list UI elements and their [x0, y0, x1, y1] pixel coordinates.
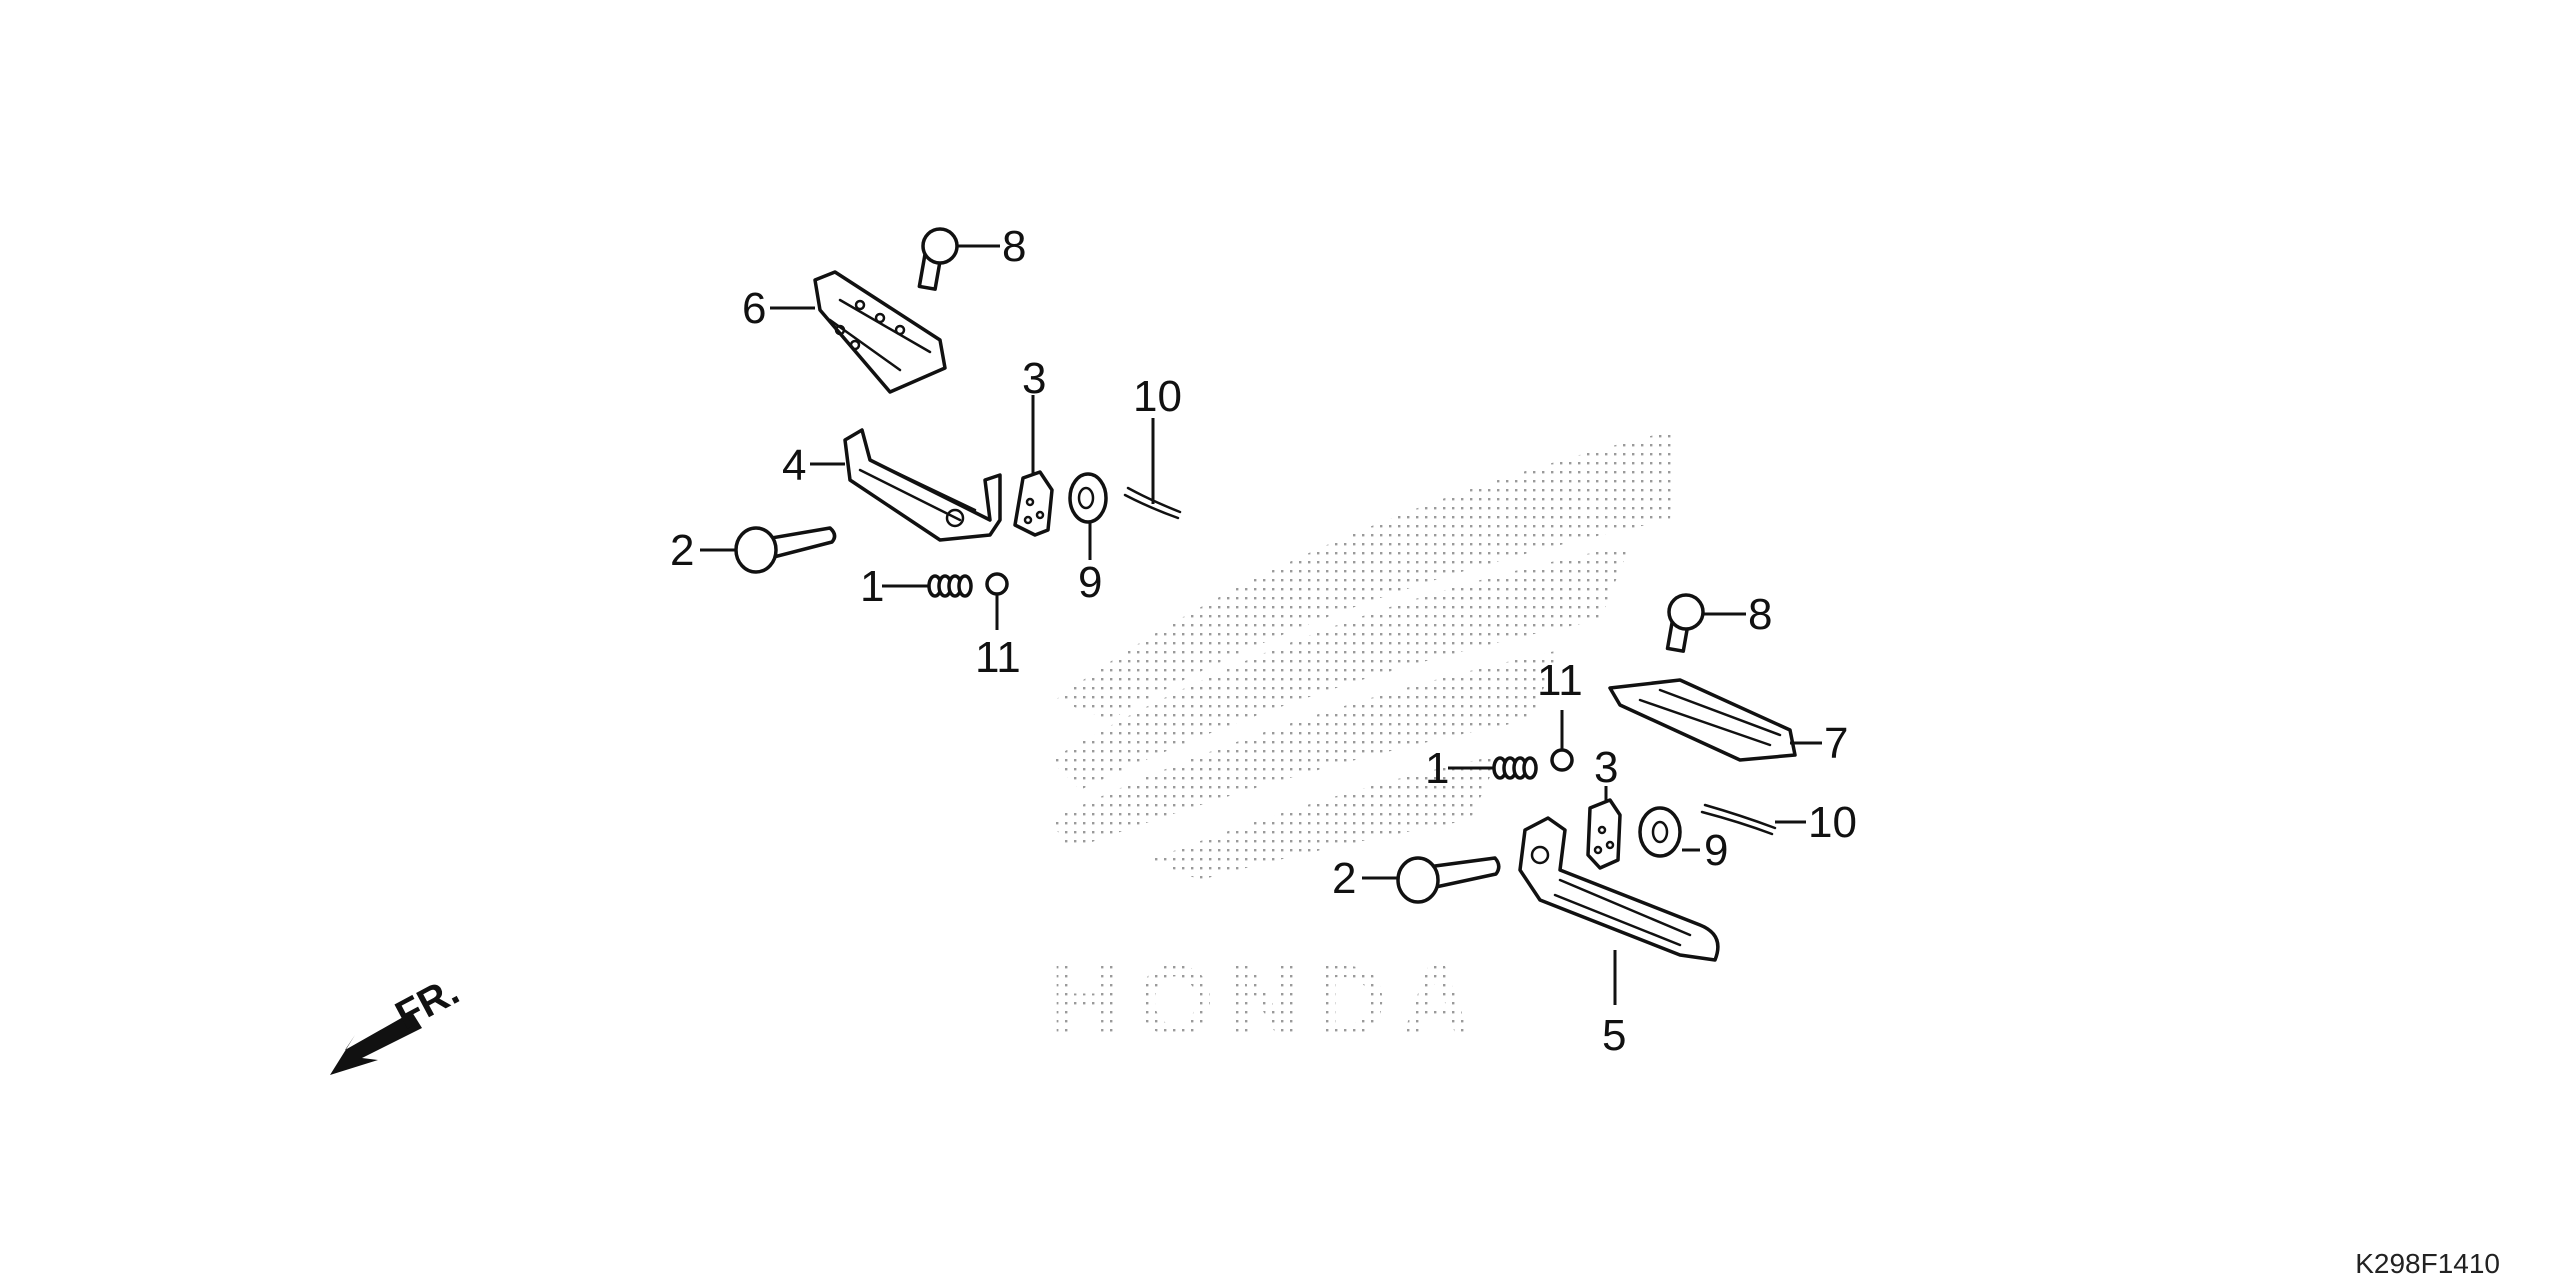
label-10: 10: [1808, 798, 1857, 847]
honda-watermark-text: HONDA: [1050, 945, 1487, 1057]
ball-11-upper: [985, 572, 1009, 630]
ball-11-lower: [1550, 710, 1574, 772]
label-8: 8: [1002, 222, 1026, 271]
cotter-pin-10-upper: [1123, 418, 1182, 520]
lower-footpeg-assembly: 8 7 11 1 3 9: [1332, 590, 1857, 1060]
label-2: 2: [670, 526, 694, 575]
label-3: 3: [1594, 743, 1618, 792]
label-4: 4: [782, 441, 806, 490]
honda-wing-watermark: HONDA: [1050, 430, 1675, 1057]
washer-9-lower: [1638, 806, 1700, 858]
upper-footpeg-assembly: 8 6 4 3 10: [670, 222, 1182, 682]
pivot-pin-2-upper: [700, 526, 837, 574]
pivot-pin-2-lower: [1362, 856, 1501, 904]
plate-3-upper: [1013, 395, 1054, 537]
label-10: 10: [1133, 372, 1182, 421]
label-1: 1: [1425, 744, 1449, 793]
label-6: 6: [742, 284, 766, 333]
footpeg-rubber-6: [770, 270, 947, 394]
label-11: 11: [975, 633, 1021, 682]
label-11: 11: [1537, 656, 1583, 705]
bolt-8-lower: [1665, 593, 1746, 653]
footpeg-4: [810, 428, 1002, 542]
label-8: 8: [1748, 590, 1772, 639]
washer-9-upper: [1068, 472, 1108, 560]
spring-1-upper: [882, 574, 973, 598]
diagram-code: K298F1410: [2355, 1248, 2500, 1279]
label-2: 2: [1332, 854, 1356, 903]
label-9: 9: [1078, 558, 1102, 607]
label-7: 7: [1824, 719, 1848, 768]
footpeg-rubber-7: [1608, 678, 1822, 762]
cotter-pin-10-lower: [1700, 803, 1806, 836]
front-direction-arrow-icon: FR.: [330, 969, 466, 1075]
footpeg-5: [1518, 816, 1720, 1005]
plate-3-lower: [1586, 786, 1622, 870]
label-5: 5: [1602, 1011, 1626, 1060]
label-9: 9: [1704, 826, 1728, 875]
spring-1-lower: [1448, 756, 1538, 780]
bolt-8-upper: [917, 227, 1000, 291]
label-3: 3: [1022, 354, 1046, 403]
label-1: 1: [860, 562, 884, 611]
